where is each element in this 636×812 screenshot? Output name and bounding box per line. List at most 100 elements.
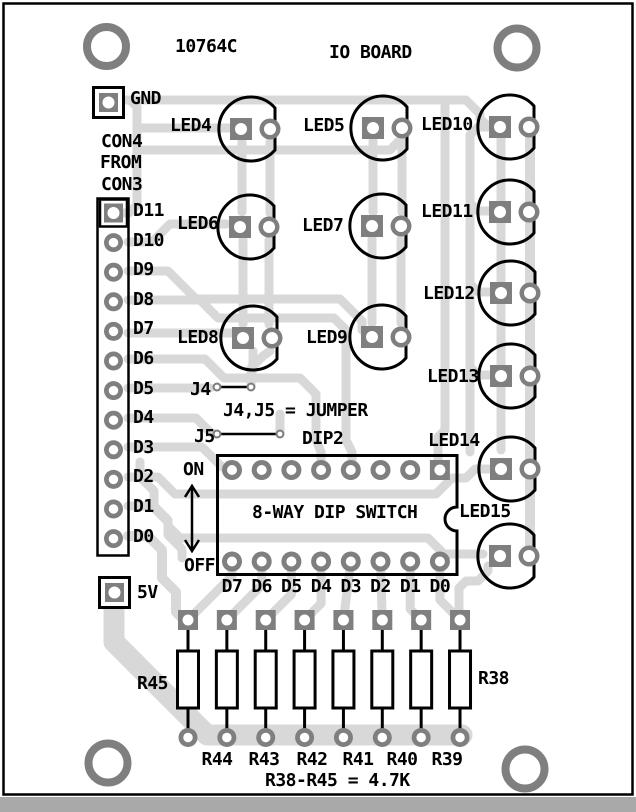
led8-label: LED8 (177, 327, 219, 348)
gnd-label: GND (130, 88, 162, 109)
con3-pin-label: D4 (133, 407, 154, 429)
dip-pin-label: D4 (310, 576, 332, 597)
j4-label: J4 (190, 379, 211, 400)
dip-pad-col7 (400, 460, 421, 572)
static-silk-layer (92, 86, 459, 609)
dip-pin-label: D0 (429, 576, 451, 597)
led-led8 (219, 304, 283, 372)
led-led4 (217, 95, 281, 163)
con3-pin (104, 233, 123, 253)
led10-label: LED10 (421, 114, 473, 135)
copper-trace (123, 413, 219, 439)
gnd-pad (92, 86, 125, 119)
dip-pad-col3 (281, 460, 302, 572)
con3-pin-label: D6 (133, 348, 154, 369)
r38-label: R38 (478, 668, 510, 689)
dip-pad-col1 (222, 460, 242, 572)
con3-pin (104, 292, 123, 312)
from-label: FROM (100, 152, 142, 173)
copper-trace (433, 98, 450, 471)
j5-label: J5 (194, 426, 215, 447)
led-led10 (476, 93, 540, 161)
copper-trace (246, 346, 275, 389)
board-border (2, 2, 634, 796)
copper-trace (123, 464, 495, 499)
con3-pin (104, 410, 123, 430)
resistor-value-note: R38-R45 = 4.7K (265, 770, 410, 791)
components-layer (98, 93, 541, 747)
copper-trace (465, 122, 494, 457)
led12-label: LED12 (423, 283, 475, 304)
dip-pin-label: D3 (340, 576, 362, 597)
dip2-label: DIP2 (302, 428, 344, 449)
on-off-arrow (183, 483, 201, 554)
led13-label: LED13 (427, 366, 479, 387)
con3-pin-label: D5 (133, 377, 154, 399)
con3-pin-label: D3 (133, 436, 154, 458)
dip-pad-col6 (370, 460, 391, 572)
on-label: ON (183, 459, 204, 480)
resistor-row-label: R42 (296, 749, 328, 770)
resistor-row-label: R40 (386, 749, 418, 770)
led4-label: LED4 (170, 115, 212, 136)
dip-pin-label: D7 (221, 576, 243, 597)
con3-pin-label: D11 (133, 200, 165, 221)
con3-pin (104, 351, 123, 371)
copper-trace (454, 561, 493, 619)
dip-pin-label: D6 (251, 576, 273, 597)
resistor-r41 (331, 610, 356, 747)
con3-pin (104, 262, 123, 282)
dip-pad-col5 (340, 460, 361, 572)
con3-pin (104, 381, 123, 401)
led-led15 (476, 522, 540, 590)
con3-pin-label: D1 (133, 496, 154, 517)
led-led13 (477, 342, 541, 410)
resistor-r45 (176, 610, 200, 747)
con3-pin-label: D0 (133, 525, 154, 547)
led-led6 (216, 193, 280, 261)
dip-pin-label: D1 (399, 576, 421, 597)
con3-pin (104, 440, 123, 460)
part-number-label: 10764C (175, 36, 238, 57)
con3-pin-label: D9 (133, 259, 154, 281)
copper-trace (123, 295, 357, 467)
resistor-r42 (292, 610, 317, 747)
con3-pin-d11 (98, 198, 129, 228)
led5-label: LED5 (303, 115, 345, 136)
led-led9 (348, 303, 412, 371)
con3-pin-label: D10 (133, 229, 165, 251)
resistor-row-label: R44 (201, 749, 233, 770)
dip-pin-label: D5 (281, 576, 302, 597)
dip-pin-label: D2 (370, 576, 391, 597)
bottom-gray-bar (0, 797, 636, 812)
mounting-hole-top-right (493, 24, 541, 72)
led7-label: LED7 (302, 215, 344, 236)
led-led12 (477, 259, 541, 327)
mounting-hole-bottom-left (84, 739, 132, 787)
board-title-label: IO BOARD (329, 42, 412, 63)
con4-label: CON4 (101, 131, 143, 152)
mounting-hole-top-left (83, 23, 130, 70)
con3-pin-label: D7 (133, 318, 154, 340)
led-led7 (348, 192, 412, 260)
resistor-row-label: R43 (248, 749, 280, 770)
con3-connector-outline (96, 197, 130, 557)
dip-switch-outline (216, 454, 459, 576)
led9-label: LED9 (306, 327, 348, 348)
led11-label: LED11 (421, 201, 473, 222)
resistor-r39 (409, 610, 434, 747)
dip-pad-col4 (311, 460, 332, 572)
dip-pad-col8 (429, 460, 450, 572)
5v-pad (98, 576, 131, 609)
led14-label: LED14 (428, 430, 480, 451)
resistor-row-label: R39 (431, 749, 463, 770)
resistor-r38 (448, 610, 473, 747)
5v-label: 5V (137, 582, 158, 603)
jumper-note-label: J4,J5 = JUMPER (223, 400, 368, 421)
resistor-r43 (253, 610, 278, 747)
led-led11 (476, 178, 540, 246)
copper-trace (135, 457, 187, 563)
con3-pin-label: D2 (133, 466, 154, 488)
